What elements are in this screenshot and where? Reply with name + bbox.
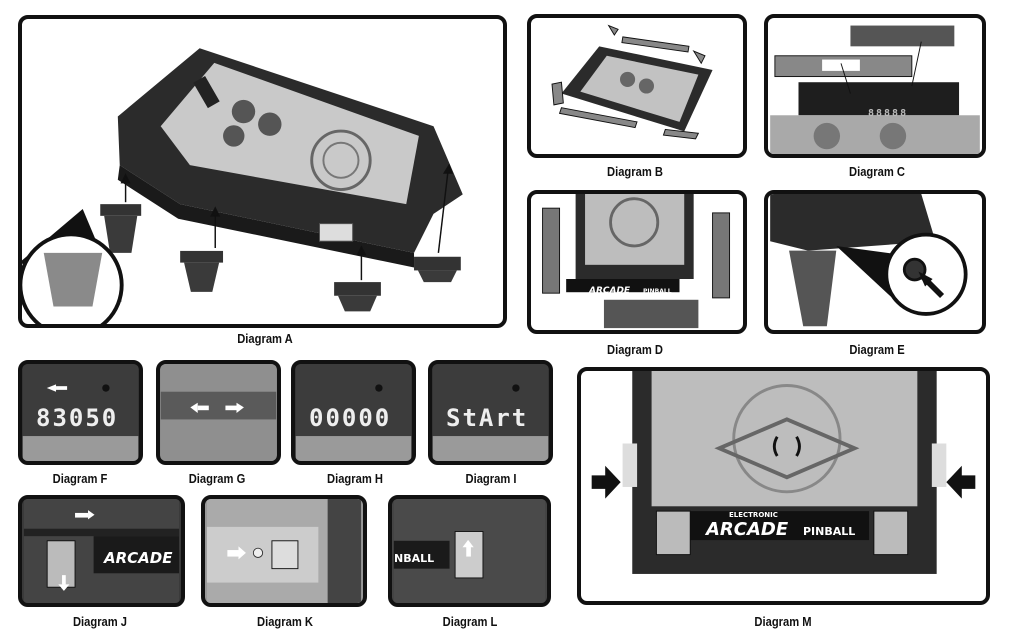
- assembly-arrows: [120, 163, 454, 281]
- decal-application-illustration: [542, 194, 731, 329]
- bumper: [258, 112, 282, 136]
- diagram-b-panel: [527, 14, 747, 158]
- display-f-score: 83050: [36, 404, 119, 432]
- display-i-status: StArt: [446, 404, 529, 432]
- caption-m: Diagram M: [754, 614, 812, 629]
- caption-a: Diagram A: [237, 331, 293, 346]
- caption-b: Diagram B: [607, 164, 663, 179]
- machine-front-rail: [117, 165, 415, 268]
- spiral-ramp-inner: [322, 141, 360, 179]
- diagram-h-panel: 00000: [291, 360, 416, 465]
- caption-i: Diagram I: [465, 471, 517, 486]
- logo-m-brand: Electronic: [729, 511, 778, 519]
- bumper: [231, 99, 256, 124]
- diagram-a-panel: [18, 15, 507, 328]
- plunger: [319, 223, 354, 242]
- caption-d: Diagram D: [607, 342, 663, 357]
- diagram-f-panel: 83050: [18, 360, 143, 465]
- caption-c: Diagram C: [849, 164, 905, 179]
- display-c-readout: 88888: [868, 108, 909, 119]
- caption-g: Diagram G: [188, 471, 246, 486]
- caption-h: Diagram H: [327, 471, 383, 486]
- logo-d-pinball: PINBALL: [643, 288, 672, 295]
- caption-j: Diagram J: [72, 614, 128, 629]
- leg-1: [100, 204, 142, 253]
- logo-j-arcade: ARCADE: [104, 549, 173, 567]
- bumper: [223, 125, 245, 147]
- display-h-score: 00000: [309, 404, 392, 432]
- diagram-l-panel: NBALL: [388, 495, 551, 607]
- logo-m-pinball: PINBALL: [803, 525, 856, 538]
- diagram-m-panel: Electronic ARCADE PINBALL: [577, 367, 990, 605]
- diagram-e-panel: [764, 190, 986, 334]
- pinball-assembly-illustration: [22, 48, 463, 324]
- logo-l-pinball: NBALL: [394, 552, 435, 565]
- squeeze-arrow-left: [591, 465, 621, 499]
- diagram-k-panel: [201, 495, 367, 607]
- spiral-ramp: [310, 129, 372, 191]
- leg-3: [334, 282, 381, 312]
- diagram-i-panel: StArt: [428, 360, 553, 465]
- reset-button-illustration: [770, 194, 968, 327]
- caption-k: Diagram K: [257, 614, 313, 629]
- logo-d-arcade: ARCADE: [589, 286, 631, 296]
- tilt-squeeze-illustration: [591, 371, 976, 574]
- leg-2: [180, 250, 224, 292]
- diagram-j-panel: ARCADE: [18, 495, 185, 607]
- diagram-d-panel: ARCADE PINBALL: [527, 190, 747, 334]
- logo-m-arcade: ARCADE: [706, 519, 789, 540]
- display-panel-illustration: [770, 25, 980, 154]
- caption-l: Diagram L: [442, 614, 498, 629]
- caption-e: Diagram E: [849, 342, 905, 357]
- logo-panel: [193, 76, 220, 109]
- squeeze-arrow-right: [946, 465, 976, 499]
- side-rails-illustration: [551, 24, 713, 140]
- diagram-c-panel: 88888: [764, 14, 986, 158]
- leg-4: [414, 256, 461, 283]
- magnified-leg: [43, 252, 103, 307]
- machine-playfield: [160, 62, 419, 205]
- diagram-g-panel: [156, 360, 281, 465]
- caption-f: Diagram F: [52, 471, 108, 486]
